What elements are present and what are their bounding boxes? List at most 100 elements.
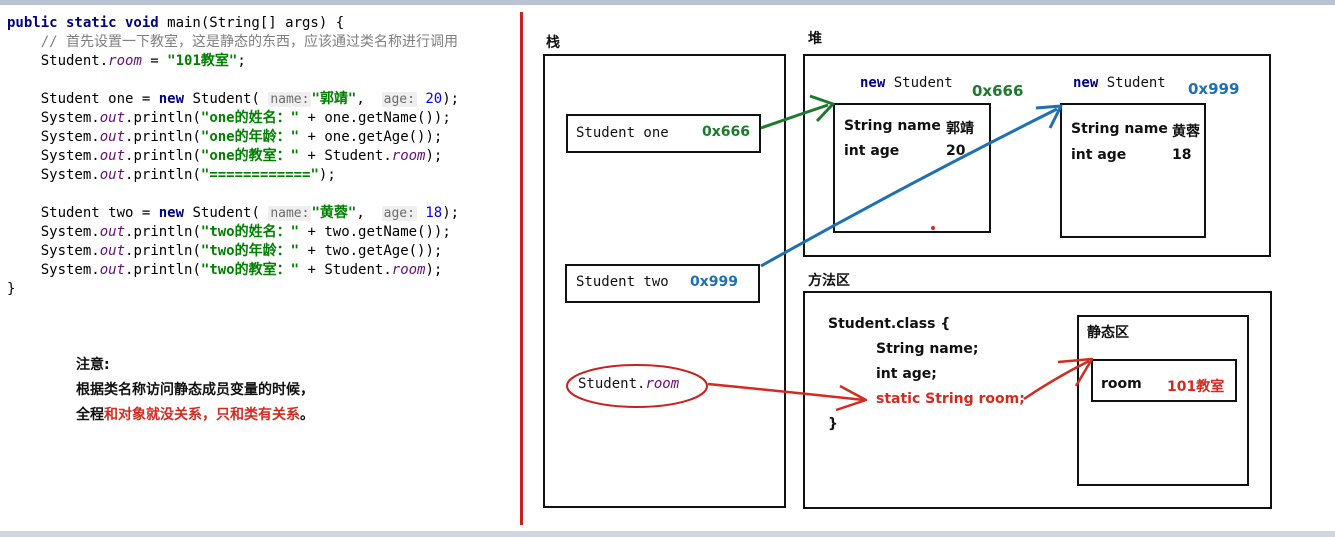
code-text: Student two = bbox=[40, 205, 159, 221]
heap-object-2: String name 黄蓉 int age 18 bbox=[1060, 103, 1206, 238]
heap1-name-value: 郭靖 bbox=[946, 121, 974, 137]
heap-region bbox=[803, 54, 1271, 257]
static-room-value: 101教室 bbox=[1167, 379, 1225, 395]
code-text: .println( bbox=[125, 110, 201, 126]
code-text: System. bbox=[40, 129, 100, 145]
arrow-two-head bbox=[1035, 104, 1063, 129]
stack-room-ref: Student.room bbox=[578, 376, 679, 392]
code-static-field: out bbox=[99, 262, 126, 278]
code-text: Student( bbox=[184, 205, 260, 221]
heap1-age-value: 20 bbox=[946, 143, 966, 159]
arrow-one-to-heap bbox=[760, 103, 829, 130]
stack-room-field: room bbox=[645, 376, 680, 392]
arrow-one-head bbox=[809, 94, 835, 123]
code-text: ); bbox=[442, 91, 460, 107]
code-static-field: room bbox=[391, 262, 426, 278]
heap-label: 堆 bbox=[808, 31, 822, 47]
code-string: "two的教室：" bbox=[200, 262, 300, 278]
stack-frame-two: Student two 0x999 bbox=[565, 264, 760, 303]
code-text: + one.getName()); bbox=[299, 110, 451, 126]
stack-room-class: Student. bbox=[578, 376, 646, 392]
heap1-name-label: String name bbox=[844, 118, 941, 134]
heap2-name-value: 黄蓉 bbox=[1172, 124, 1200, 140]
heap2-age-label: int age bbox=[1071, 147, 1127, 163]
code-text: main(String[] args) { bbox=[158, 15, 345, 31]
code-string: "黄蓉" bbox=[311, 205, 357, 221]
heap-object-2-new: new bbox=[1073, 75, 1099, 91]
heap2-age-value: 18 bbox=[1172, 147, 1192, 163]
code-static-field: room bbox=[391, 148, 426, 164]
heap1-age-label: int age bbox=[844, 143, 900, 159]
stack-two-address: 0x999 bbox=[690, 274, 738, 290]
class-line-1: Student.class { bbox=[828, 316, 951, 332]
code-string: "============" bbox=[200, 167, 319, 183]
static-area-label: 静态区 bbox=[1087, 325, 1129, 341]
param-hint: name: bbox=[268, 206, 312, 221]
note-block: 注意: 根据类名称访问静态成员变量的时候， 全程和对象就没关系，只和类有关系。 bbox=[76, 353, 314, 428]
code-text: , bbox=[356, 205, 374, 221]
code-text: , bbox=[356, 91, 374, 107]
heap-object-2-address: 0x999 bbox=[1188, 80, 1240, 98]
code-text: System. bbox=[40, 148, 100, 164]
static-room-label: room bbox=[1101, 376, 1142, 392]
stack-one-address: 0x666 bbox=[702, 124, 750, 140]
class-line-5: } bbox=[828, 416, 838, 432]
code-string: "two的姓名：" bbox=[200, 224, 300, 240]
code-comment: // 首先设置一下教室，这是静态的东西，应该通过类名称进行调用 bbox=[40, 34, 459, 50]
code-text: .println( bbox=[125, 148, 201, 164]
code-text: System. bbox=[40, 110, 100, 126]
code-text: .println( bbox=[125, 224, 201, 240]
heap-object-1-class: Student bbox=[885, 75, 953, 91]
code-string: "one的姓名：" bbox=[200, 110, 300, 126]
code-text: .println( bbox=[125, 129, 201, 145]
heap2-name-label: String name bbox=[1071, 121, 1168, 137]
code-number: 18 bbox=[425, 205, 443, 221]
code-static-field: out bbox=[99, 129, 126, 145]
code-static-field: room bbox=[108, 53, 142, 69]
heap-object-1-new: new bbox=[860, 75, 886, 91]
code-string: "101教室" bbox=[167, 53, 238, 69]
note-title: 注意: bbox=[76, 357, 110, 373]
code-text: = bbox=[141, 53, 168, 69]
code-string: "two的年龄：" bbox=[200, 243, 300, 259]
heap-object-1: String name 郭靖 int age 20 bbox=[833, 103, 991, 233]
code-text: System. bbox=[40, 224, 100, 240]
code-string: "one的年龄：" bbox=[200, 129, 300, 145]
code-text: .println( bbox=[125, 243, 201, 259]
method-area-region bbox=[803, 291, 1272, 509]
stack-label: 栈 bbox=[546, 35, 560, 51]
code-text: System. bbox=[40, 243, 100, 259]
class-line-3: int age; bbox=[876, 366, 937, 382]
heap-object-2-class: Student bbox=[1098, 75, 1166, 91]
arrow-two-to-heap bbox=[760, 107, 1058, 268]
code-text: ); bbox=[425, 148, 443, 164]
code-text: ; bbox=[237, 53, 246, 69]
param-hint: name: bbox=[268, 92, 312, 107]
stack-one-label: Student one bbox=[576, 125, 669, 141]
note-line-1: 根据类名称访问静态成员变量的时候， bbox=[76, 382, 314, 398]
code-static-field: out bbox=[99, 167, 126, 183]
code-keyword: public static void bbox=[7, 15, 159, 31]
stack-frame-one: Student one 0x666 bbox=[566, 114, 761, 153]
code-text: } bbox=[7, 281, 16, 297]
param-hint: age: bbox=[381, 92, 417, 107]
arrow-room-head-1 bbox=[835, 384, 868, 412]
code-text: .println( bbox=[125, 167, 201, 183]
heap-object-1-address: 0x666 bbox=[972, 82, 1024, 100]
code-text: + one.getAge()); bbox=[299, 129, 443, 145]
method-area-label: 方法区 bbox=[808, 273, 850, 289]
code-text: ); bbox=[425, 262, 443, 278]
arrow-room-to-class bbox=[707, 382, 865, 402]
code-static-field: out bbox=[99, 243, 126, 259]
code-text: + two.getAge()); bbox=[299, 243, 443, 259]
room-highlight-ellipse bbox=[566, 364, 708, 408]
code-keyword: new bbox=[158, 91, 185, 107]
code-static-field: out bbox=[99, 224, 126, 240]
code-block: public static void main(String[] args) {… bbox=[7, 14, 459, 299]
heap-object-2-title: new Student bbox=[1073, 75, 1166, 91]
class-line-2: String name; bbox=[876, 341, 979, 357]
top-frame-bar bbox=[0, 0, 1335, 5]
code-number: 20 bbox=[425, 91, 443, 107]
note-text: 。 bbox=[300, 407, 314, 423]
code-text: + two.getName()); bbox=[299, 224, 451, 240]
